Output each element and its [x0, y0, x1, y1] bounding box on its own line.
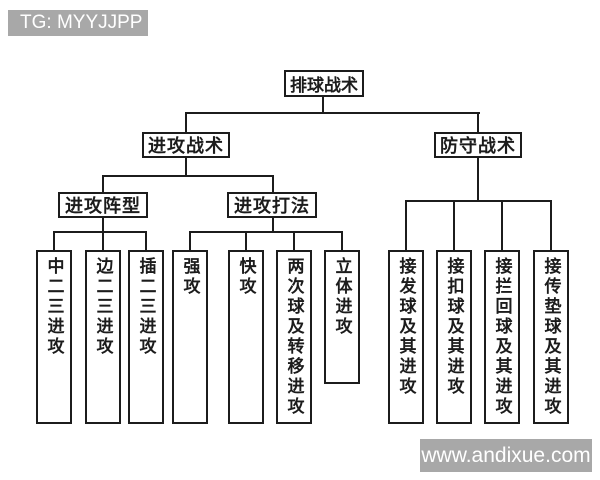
connector-line [189, 231, 343, 233]
connector-line [102, 175, 274, 177]
node-label: 强攻 [180, 257, 200, 297]
node-playstyle-child-4: 立体进攻 [324, 250, 360, 384]
node-label: 接传垫球及其进攻 [541, 257, 561, 417]
connector-line [53, 231, 147, 233]
node-playstyle: 进攻打法 [227, 192, 317, 218]
node-playstyle-child-1: 强攻 [172, 250, 208, 424]
node-playstyle-child-3: 两次球及转移进攻 [276, 250, 312, 424]
connector-line [453, 200, 455, 250]
watermark-top-left: TG: MYYJJPP [8, 10, 148, 36]
connector-line [185, 112, 480, 114]
node-formation-child-1: 中二三进攻 [36, 250, 72, 424]
connector-line [477, 157, 479, 202]
connector-line [53, 231, 55, 250]
connector-line [189, 231, 191, 250]
node-defense-child-4: 接传垫球及其进攻 [533, 250, 569, 424]
connector-line [322, 96, 324, 114]
node-formation-child-3: 插二三进攻 [128, 250, 164, 424]
connector-line [293, 231, 295, 250]
node-label: 边二三进攻 [93, 257, 113, 357]
node-offense: 进攻战术 [142, 132, 230, 158]
connector-line [550, 200, 552, 250]
node-defense: 防守战术 [434, 132, 522, 158]
connector-line [405, 200, 407, 250]
connector-line [272, 217, 274, 233]
connector-line [102, 231, 104, 250]
connector-line [102, 217, 104, 233]
connector-line [501, 200, 503, 250]
node-defense-child-3: 接拦回球及其进攻 [484, 250, 520, 424]
watermark-bottom-right: www.andixue.com [420, 439, 592, 472]
connector-line [405, 200, 552, 202]
node-label: 插二三进攻 [136, 257, 156, 357]
node-label: 接拦回球及其进攻 [492, 257, 512, 417]
node-label: 快攻 [236, 257, 256, 297]
connector-line [272, 175, 274, 192]
node-label: 中二三进攻 [44, 257, 64, 357]
connector-line [185, 112, 187, 132]
connector-line [145, 231, 147, 250]
node-defense-child-2: 接扣球及其进攻 [436, 250, 472, 424]
connector-line [477, 112, 479, 132]
connector-line [341, 231, 343, 250]
connector-line [102, 175, 104, 192]
node-defense-child-1: 接发球及其进攻 [388, 250, 424, 424]
node-label: 立体进攻 [332, 257, 352, 337]
node-label: 接发球及其进攻 [396, 257, 416, 397]
node-root: 排球战术 [284, 70, 364, 97]
node-playstyle-child-2: 快攻 [228, 250, 264, 424]
connector-line [245, 231, 247, 250]
node-label: 两次球及转移进攻 [284, 257, 304, 417]
node-label: 接扣球及其进攻 [444, 257, 464, 397]
connector-line [185, 157, 187, 177]
node-formation: 进攻阵型 [58, 192, 148, 218]
node-formation-child-2: 边二三进攻 [85, 250, 121, 424]
